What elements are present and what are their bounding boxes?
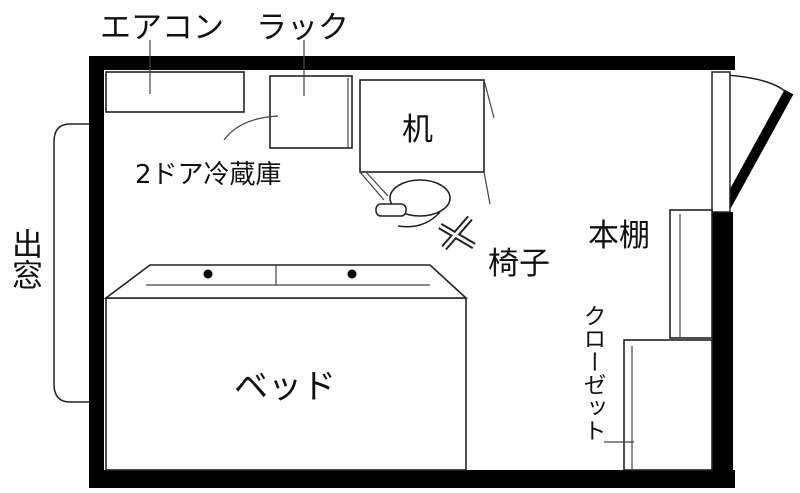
chair bbox=[375, 179, 476, 251]
bookshelf-label: 本棚 bbox=[588, 218, 650, 254]
fridge-pointer bbox=[223, 115, 279, 141]
window-label: 出窓 bbox=[6, 228, 42, 290]
pillow-button-right bbox=[347, 269, 357, 279]
desk-label: 机 bbox=[402, 112, 433, 148]
desk bbox=[359, 79, 495, 205]
closet-label: クローゼット bbox=[579, 304, 606, 442]
bed bbox=[103, 264, 469, 471]
closet bbox=[604, 339, 713, 471]
chair-label: 椅子 bbox=[488, 246, 550, 282]
rack bbox=[269, 40, 353, 149]
bay-window bbox=[53, 123, 93, 403]
air-conditioner bbox=[105, 40, 245, 113]
pillow-button-left bbox=[203, 269, 213, 279]
door bbox=[711, 71, 794, 215]
fridge-label: 2ドア冷蔵庫 bbox=[135, 160, 282, 190]
room-walls bbox=[89, 56, 735, 488]
bookshelf bbox=[669, 209, 713, 339]
aircon-label: エアコン bbox=[100, 10, 224, 46]
rack-label: ラック bbox=[256, 10, 349, 46]
bed-label: ベッド bbox=[234, 367, 336, 407]
